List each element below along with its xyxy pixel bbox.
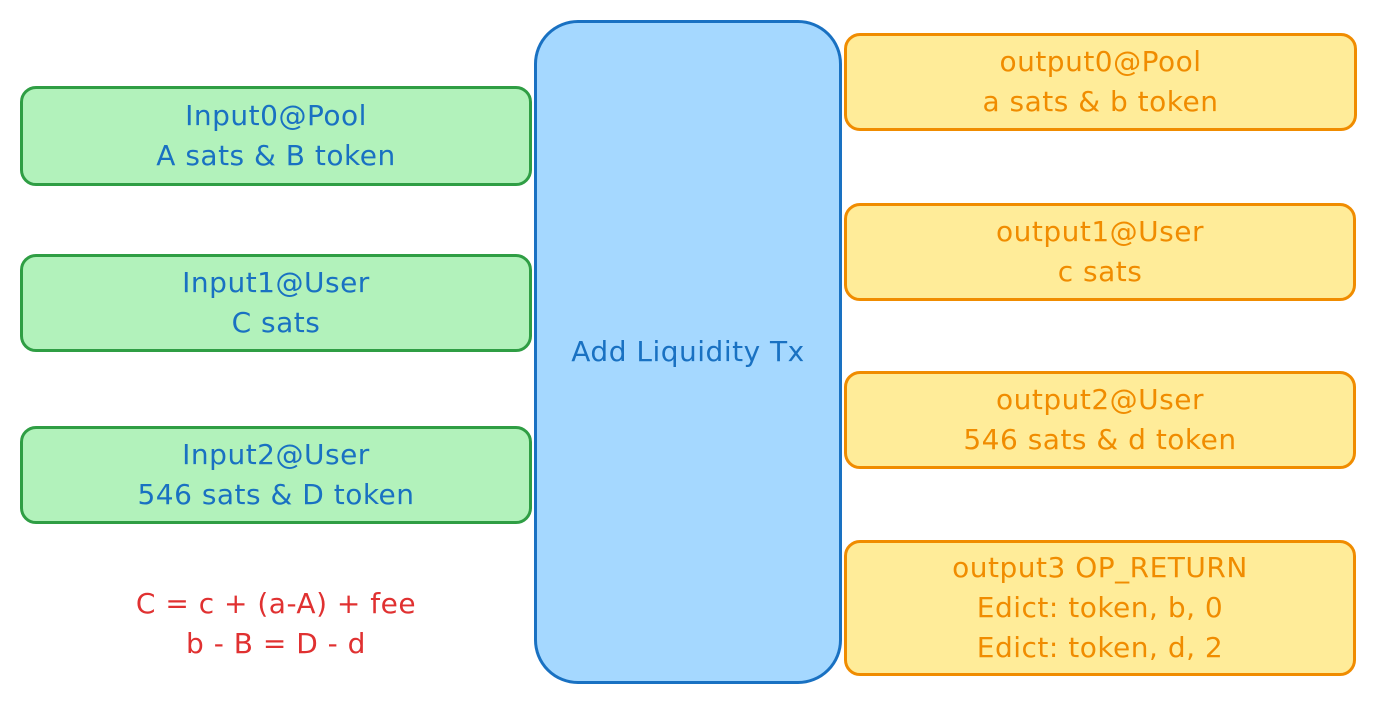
input1-title: Input1@User <box>182 266 370 299</box>
add-liquidity-tx-box: Add Liquidity Tx <box>534 20 842 684</box>
output3-edict-1: Edict: token, b, 0 <box>976 591 1224 624</box>
input0-pool-box: Input0@Pool A sats & B token <box>20 86 532 186</box>
output1-user-box: output1@User c sats <box>844 203 1356 301</box>
formula-sats: C = c + (a-A) + fee <box>135 587 417 620</box>
tx-label: Add Liquidity Tx <box>571 335 805 368</box>
input1-detail: C sats <box>231 306 321 339</box>
output2-user-box: output2@User 546 sats & d token <box>844 371 1356 469</box>
output0-title: output0@Pool <box>999 45 1202 78</box>
output3-edict-2: Edict: token, d, 2 <box>976 631 1224 664</box>
output0-detail: a sats & b token <box>982 85 1219 118</box>
input2-user-box: Input2@User 546 sats & D token <box>20 426 532 524</box>
output0-pool-box: output0@Pool a sats & b token <box>844 33 1357 131</box>
output2-detail: 546 sats & d token <box>963 423 1237 456</box>
output1-title: output1@User <box>996 215 1204 248</box>
output1-detail: c sats <box>1057 255 1143 288</box>
input0-detail: A sats & B token <box>156 139 396 172</box>
input0-title: Input0@Pool <box>185 99 367 132</box>
output3-op-return-box: output3 OP_RETURN Edict: token, b, 0 Edi… <box>844 540 1356 676</box>
formula-token: b - B = D - d <box>186 627 366 660</box>
output2-title: output2@User <box>996 383 1204 416</box>
input1-user-box: Input1@User C sats <box>20 254 532 352</box>
balance-formulas: C = c + (a-A) + fee b - B = D - d <box>40 584 512 664</box>
input2-title: Input2@User <box>182 438 370 471</box>
output3-title: output3 OP_RETURN <box>952 551 1248 584</box>
input2-detail: 546 sats & D token <box>137 478 415 511</box>
